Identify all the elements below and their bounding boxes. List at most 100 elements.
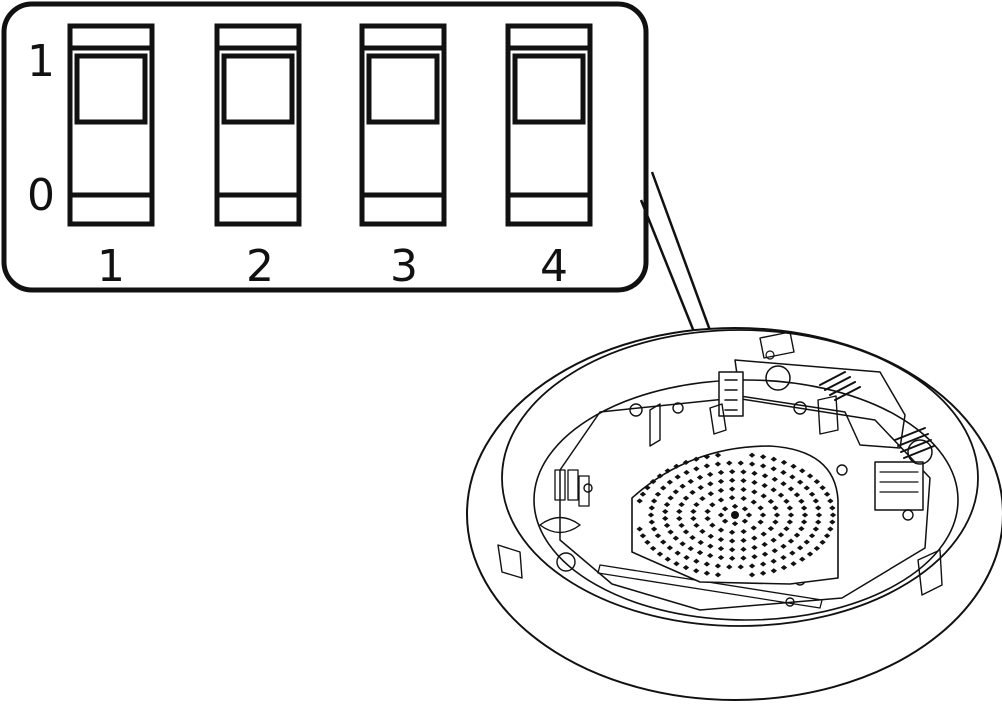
grille-hole xyxy=(666,545,674,551)
grille-hole xyxy=(639,533,647,539)
grille-hole xyxy=(717,497,725,503)
grille-hole xyxy=(767,498,775,505)
grille-hole xyxy=(714,563,722,569)
grille-hole xyxy=(679,483,686,489)
grille-center-hole xyxy=(731,511,739,519)
scale-off-label: 0 xyxy=(27,170,55,221)
grille-hole xyxy=(650,526,658,532)
grille-hole xyxy=(692,456,700,462)
grille-hole xyxy=(770,568,778,574)
grille-hole xyxy=(815,512,823,518)
switch-3-slider[interactable] xyxy=(366,53,440,125)
grille-hole xyxy=(707,533,714,539)
grille-hole xyxy=(757,519,764,525)
grille-hole xyxy=(703,463,711,469)
grille-hole xyxy=(740,537,747,544)
grille-hole xyxy=(728,469,736,475)
dip-switch-2[interactable]: 2 xyxy=(214,23,302,292)
grille-hole xyxy=(707,491,714,497)
grille-hole xyxy=(649,479,657,485)
grille-hole xyxy=(666,479,674,485)
grille-hole xyxy=(759,570,767,576)
grille-hole xyxy=(703,570,711,576)
grille-hole xyxy=(761,473,769,479)
grille-hole xyxy=(806,551,814,557)
grille-hole xyxy=(801,512,809,518)
grille-hole xyxy=(780,481,787,487)
grille-hole xyxy=(726,460,733,466)
grille-hole xyxy=(770,558,777,564)
dip-switch-4[interactable]: 4 xyxy=(505,23,593,292)
grille-hole xyxy=(741,506,749,512)
grille-hole xyxy=(773,512,781,518)
grille-hole xyxy=(745,512,753,518)
grille-hole xyxy=(707,543,714,549)
grille-hole xyxy=(663,502,671,508)
grille-hole xyxy=(751,554,758,560)
grille-hole xyxy=(717,554,725,561)
grille-hole xyxy=(683,469,690,476)
grille-hole xyxy=(760,531,767,537)
grille-hole xyxy=(771,548,778,554)
grille-hole xyxy=(751,479,758,486)
grille-hole xyxy=(770,466,777,472)
grille-hole xyxy=(704,516,711,522)
grille-hole xyxy=(682,565,690,571)
grille-hole xyxy=(750,499,757,505)
grille-hole xyxy=(796,479,804,485)
grille-hole xyxy=(799,468,806,474)
grille-hole xyxy=(789,550,796,556)
grille-hole xyxy=(780,469,787,476)
grille-hole xyxy=(699,528,706,534)
grille-hole xyxy=(823,491,831,497)
grille-hole xyxy=(786,519,794,525)
grille-hole xyxy=(690,508,697,515)
grille-hole xyxy=(731,521,739,527)
grille-hole xyxy=(674,474,681,480)
grille-hole xyxy=(741,518,749,524)
grille-hole xyxy=(740,555,747,561)
grille-hole xyxy=(672,535,680,541)
grille-hole xyxy=(650,498,658,504)
grille-hole xyxy=(808,491,816,497)
grille-hole xyxy=(660,485,667,491)
grille-hole xyxy=(740,546,747,552)
switch-4-slider[interactable] xyxy=(512,53,586,125)
grille-hole xyxy=(806,473,814,479)
grille-hole xyxy=(644,539,651,545)
grille-hole xyxy=(673,463,680,469)
grille-hole xyxy=(699,496,706,502)
grille-hole xyxy=(690,515,697,522)
grille-hole xyxy=(728,547,736,553)
grille-hole xyxy=(789,474,796,480)
grille-hole xyxy=(829,505,836,511)
grille-hole xyxy=(639,491,647,497)
grille-hole xyxy=(803,539,810,545)
grille-hole xyxy=(740,469,747,475)
grille-hole xyxy=(706,471,714,477)
dip-switch-1[interactable]: 1 xyxy=(67,23,155,292)
switch-1-slider[interactable] xyxy=(74,53,148,125)
grille-hole xyxy=(721,506,729,512)
grille-hole xyxy=(803,485,810,491)
grille-hole xyxy=(673,561,680,567)
grille-hole xyxy=(819,485,826,491)
grille-hole xyxy=(662,508,669,515)
grille-hole xyxy=(696,474,704,480)
switch-2-slider[interactable] xyxy=(221,53,295,125)
grille-hole xyxy=(697,539,704,546)
grille-hole xyxy=(761,482,768,489)
speaker-grille xyxy=(636,452,837,578)
dip-switch-3[interactable]: 3 xyxy=(359,23,447,292)
switch-3-number: 3 xyxy=(390,241,418,292)
grille-hole xyxy=(772,505,779,511)
grille-hole xyxy=(800,519,808,525)
grille-hole xyxy=(682,459,690,465)
grille-hole xyxy=(761,551,769,557)
grille-hole xyxy=(703,561,711,567)
grille-hole xyxy=(672,489,680,495)
grille-hole xyxy=(714,461,722,467)
grille-hole xyxy=(717,546,725,552)
grille-hole xyxy=(780,543,787,549)
